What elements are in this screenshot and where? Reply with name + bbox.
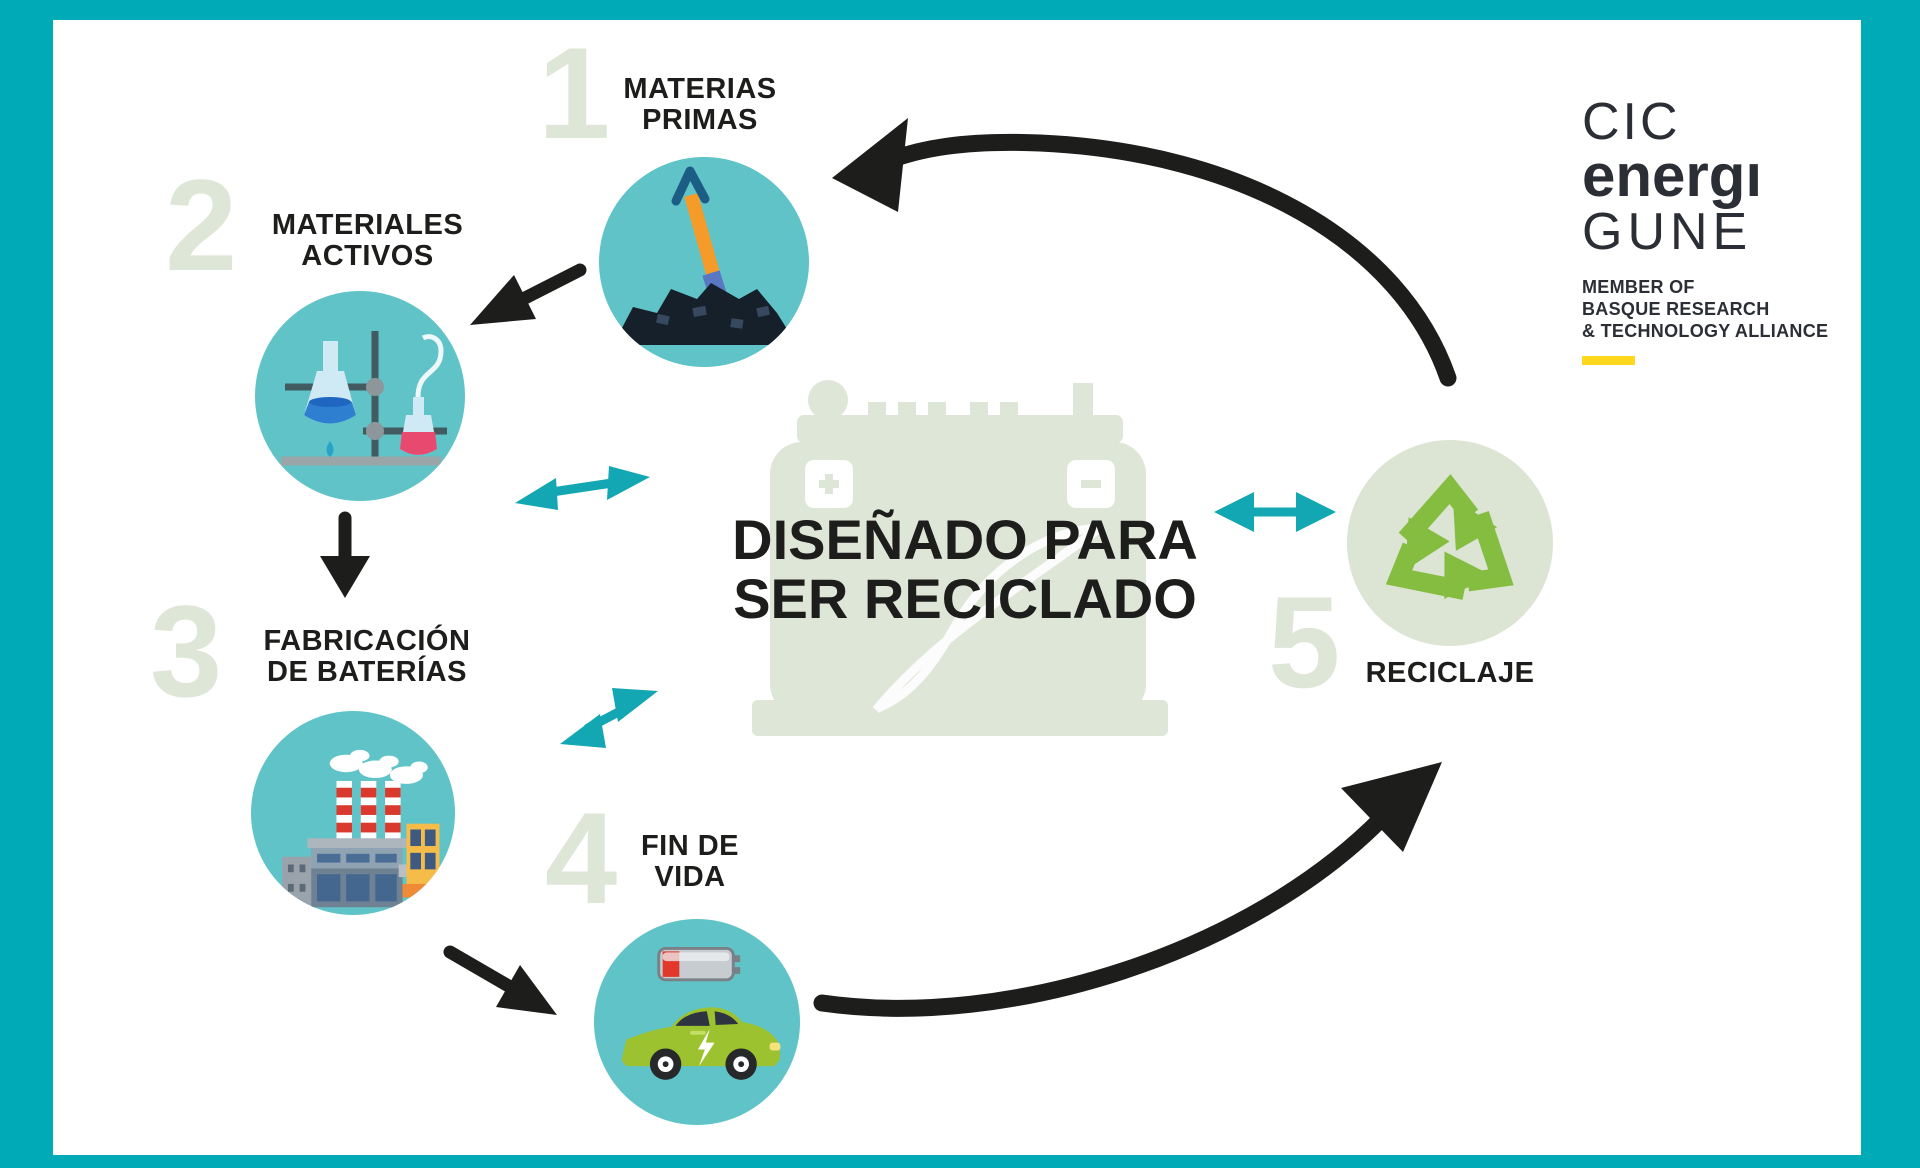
step-4-label: FIN DE VIDA: [640, 830, 740, 893]
step-4-circle: [594, 919, 800, 1125]
recycle-symbol-icon: [1385, 474, 1514, 600]
step-2-label: MATERIALES ACTIVOS: [271, 209, 464, 272]
logo-line-cic: CIC: [1582, 93, 1681, 151]
battery-icon: [752, 380, 1168, 736]
logo-line-gune: GUNE: [1582, 203, 1753, 261]
step-5-label: RECICLAJE: [1365, 657, 1535, 689]
factory-icon: [282, 749, 442, 908]
cic-energigune-logo: CIC energı GUNE MEMBER OF BASQUE RESEARC…: [1582, 96, 1842, 365]
shovel-raw-materials-icon: [613, 166, 797, 345]
step-1-number: 1: [538, 20, 610, 166]
step-5-circle: [1347, 440, 1553, 646]
battery-graphic: [748, 378, 1172, 742]
center-title: DISEÑADO PARA SER RECICLADO: [715, 510, 1215, 628]
step-4-number: 4: [545, 785, 617, 931]
logo-line-energi: energı: [1582, 142, 1763, 209]
step-2-circle: [255, 291, 465, 501]
step-1-circle: [599, 157, 809, 367]
step-5-number: 5: [1268, 569, 1340, 715]
step-2-number: 2: [165, 152, 237, 298]
step-1-label: MATERIAS PRIMAS: [623, 73, 777, 136]
logo-tagline: MEMBER OF BASQUE RESEARCH & TECHNOLOGY A…: [1582, 277, 1829, 341]
step-3-label: FABRICACIÓN DE BATERÍAS: [263, 625, 471, 688]
center-title-line2: SER RECICLADO: [733, 567, 1197, 630]
step-3-number: 3: [150, 578, 222, 724]
logo-yellow-bar: [1582, 356, 1635, 365]
step-3-circle: [251, 711, 455, 915]
center-title-line1: DISEÑADO PARA: [732, 508, 1198, 571]
electric-car-battery-icon: [621, 946, 781, 1080]
leaf-icon: [872, 523, 1103, 713]
chemistry-lab-icon: [281, 331, 447, 466]
